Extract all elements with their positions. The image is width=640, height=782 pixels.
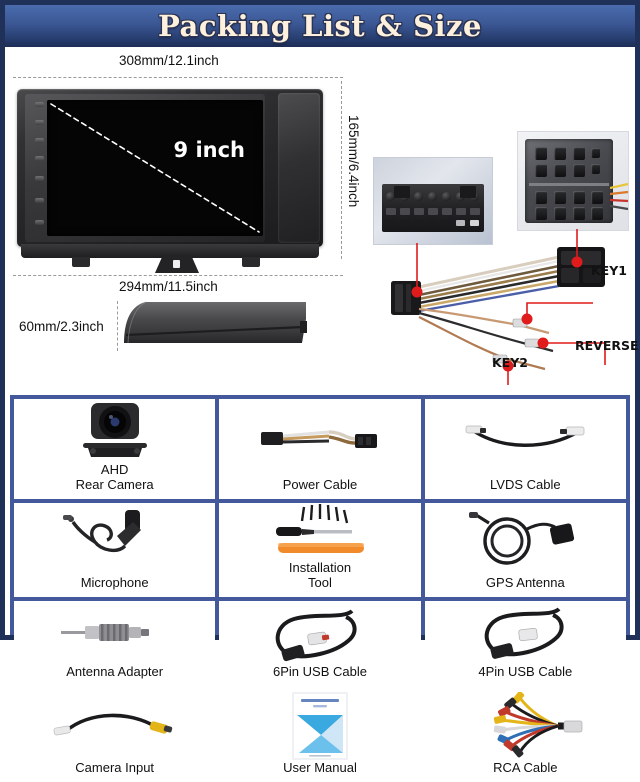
lvds-cable-icon [425,399,626,478]
accessory-cell-installation-tool[interactable]: Installation Tool [219,503,421,598]
head-unit-screen-well: 9 inch [25,94,265,242]
rear-camera-icon [14,399,215,463]
accessory-cell-lvds-cable[interactable]: LVDS Cable [424,399,626,500]
wiring-harness-illustration [373,243,635,385]
installation-tool-icon [219,503,420,561]
callout-label-reverse: REVERSE [575,338,639,353]
camera-input-icon [14,691,215,761]
accessory-cell-gps-antenna[interactable]: GPS Antenna [424,503,626,598]
accessory-cell-user-manual[interactable]: User Manual [219,690,421,782]
microphone-icon [14,503,215,576]
head-unit-side-panel [278,93,320,243]
head-unit-screen: 9 inch [47,100,263,236]
accessory-label: 6Pin USB Cable [273,664,367,680]
accessory-cell-rear-camera[interactable]: AHD Rear Camera [14,399,216,500]
trim-panel-illustration [120,299,310,347]
wiring-connector-closeup [373,157,493,245]
dimension-height-right: 165mm/6.4inch [346,115,361,208]
page-title: Packing List & Size [158,9,482,43]
dimension-width-bottom: 294mm/11.5inch [119,279,218,294]
accessory-label: Microphone [80,574,149,590]
callout-label-key2: KEY2 [492,355,528,370]
page-header: Packing List & Size [5,5,635,47]
head-unit-button-column [35,102,45,234]
head-unit-illustration: 9 inch [17,89,323,273]
accessory-label: Antenna Adapter [66,664,164,680]
accessories-panel: AHD Rear Camera [10,395,630,782]
iso-connector-closeup [517,131,629,231]
accessory-cell-antenna-adapter[interactable]: Antenna Adapter [14,601,216,687]
accessory-cell-microphone[interactable]: Microphone [14,503,216,598]
head-unit-mount-tab [155,255,199,273]
head-unit-base [21,244,319,258]
accessory-label: Power Cable [282,476,358,492]
connector-side-wires [610,182,629,211]
connector-block [382,184,484,232]
power-cable-icon [219,399,420,478]
dimension-line-right [341,81,342,259]
accessory-cell-camera-input[interactable]: Camera Input [14,690,216,782]
accessory-cell-power-cable[interactable]: Power Cable [219,399,421,500]
iso-connector-body [525,139,613,223]
dimension-line-top [13,77,343,78]
product-diagram: 308mm/12.1inch 165mm/6.4inch [5,47,639,385]
6pin-usb-cable-icon [219,601,420,665]
accessory-cell-6pin-usb-cable[interactable]: 6Pin USB Cable [219,601,421,687]
screen-diagonal-line [50,103,260,233]
accessory-label: RCA Cable [493,759,558,775]
accessory-label: 4Pin USB Cable [478,664,573,680]
accessory-label: Camera Input [75,759,155,775]
dimension-line-trim [117,301,118,351]
accessory-label: GPS Antenna [485,574,565,590]
screen-size-label: 9 inch [173,138,245,162]
dimension-width-top: 308mm/12.1inch [119,53,219,68]
accessory-label: LVDS Cable [490,476,561,492]
4pin-usb-cable-icon [425,601,626,665]
gps-antenna-icon [425,503,626,576]
callout-label-key1: KEY1 [591,263,627,278]
antenna-adapter-icon [14,601,215,665]
rca-cable-icon [425,691,626,761]
dimension-height-trim: 60mm/2.3inch [19,319,104,334]
accessory-label: Installation Tool [288,560,352,590]
accessory-cell-4pin-usb-cable[interactable]: 4Pin USB Cable [424,601,626,687]
user-manual-icon [219,691,420,761]
dimension-line-bottom [13,275,343,276]
accessories-grid: AHD Rear Camera [14,399,626,782]
accessory-label: User Manual [283,759,357,775]
accessory-label: AHD Rear Camera [75,462,154,492]
accessory-cell-rca-cable[interactable]: RCA Cable [424,690,626,782]
